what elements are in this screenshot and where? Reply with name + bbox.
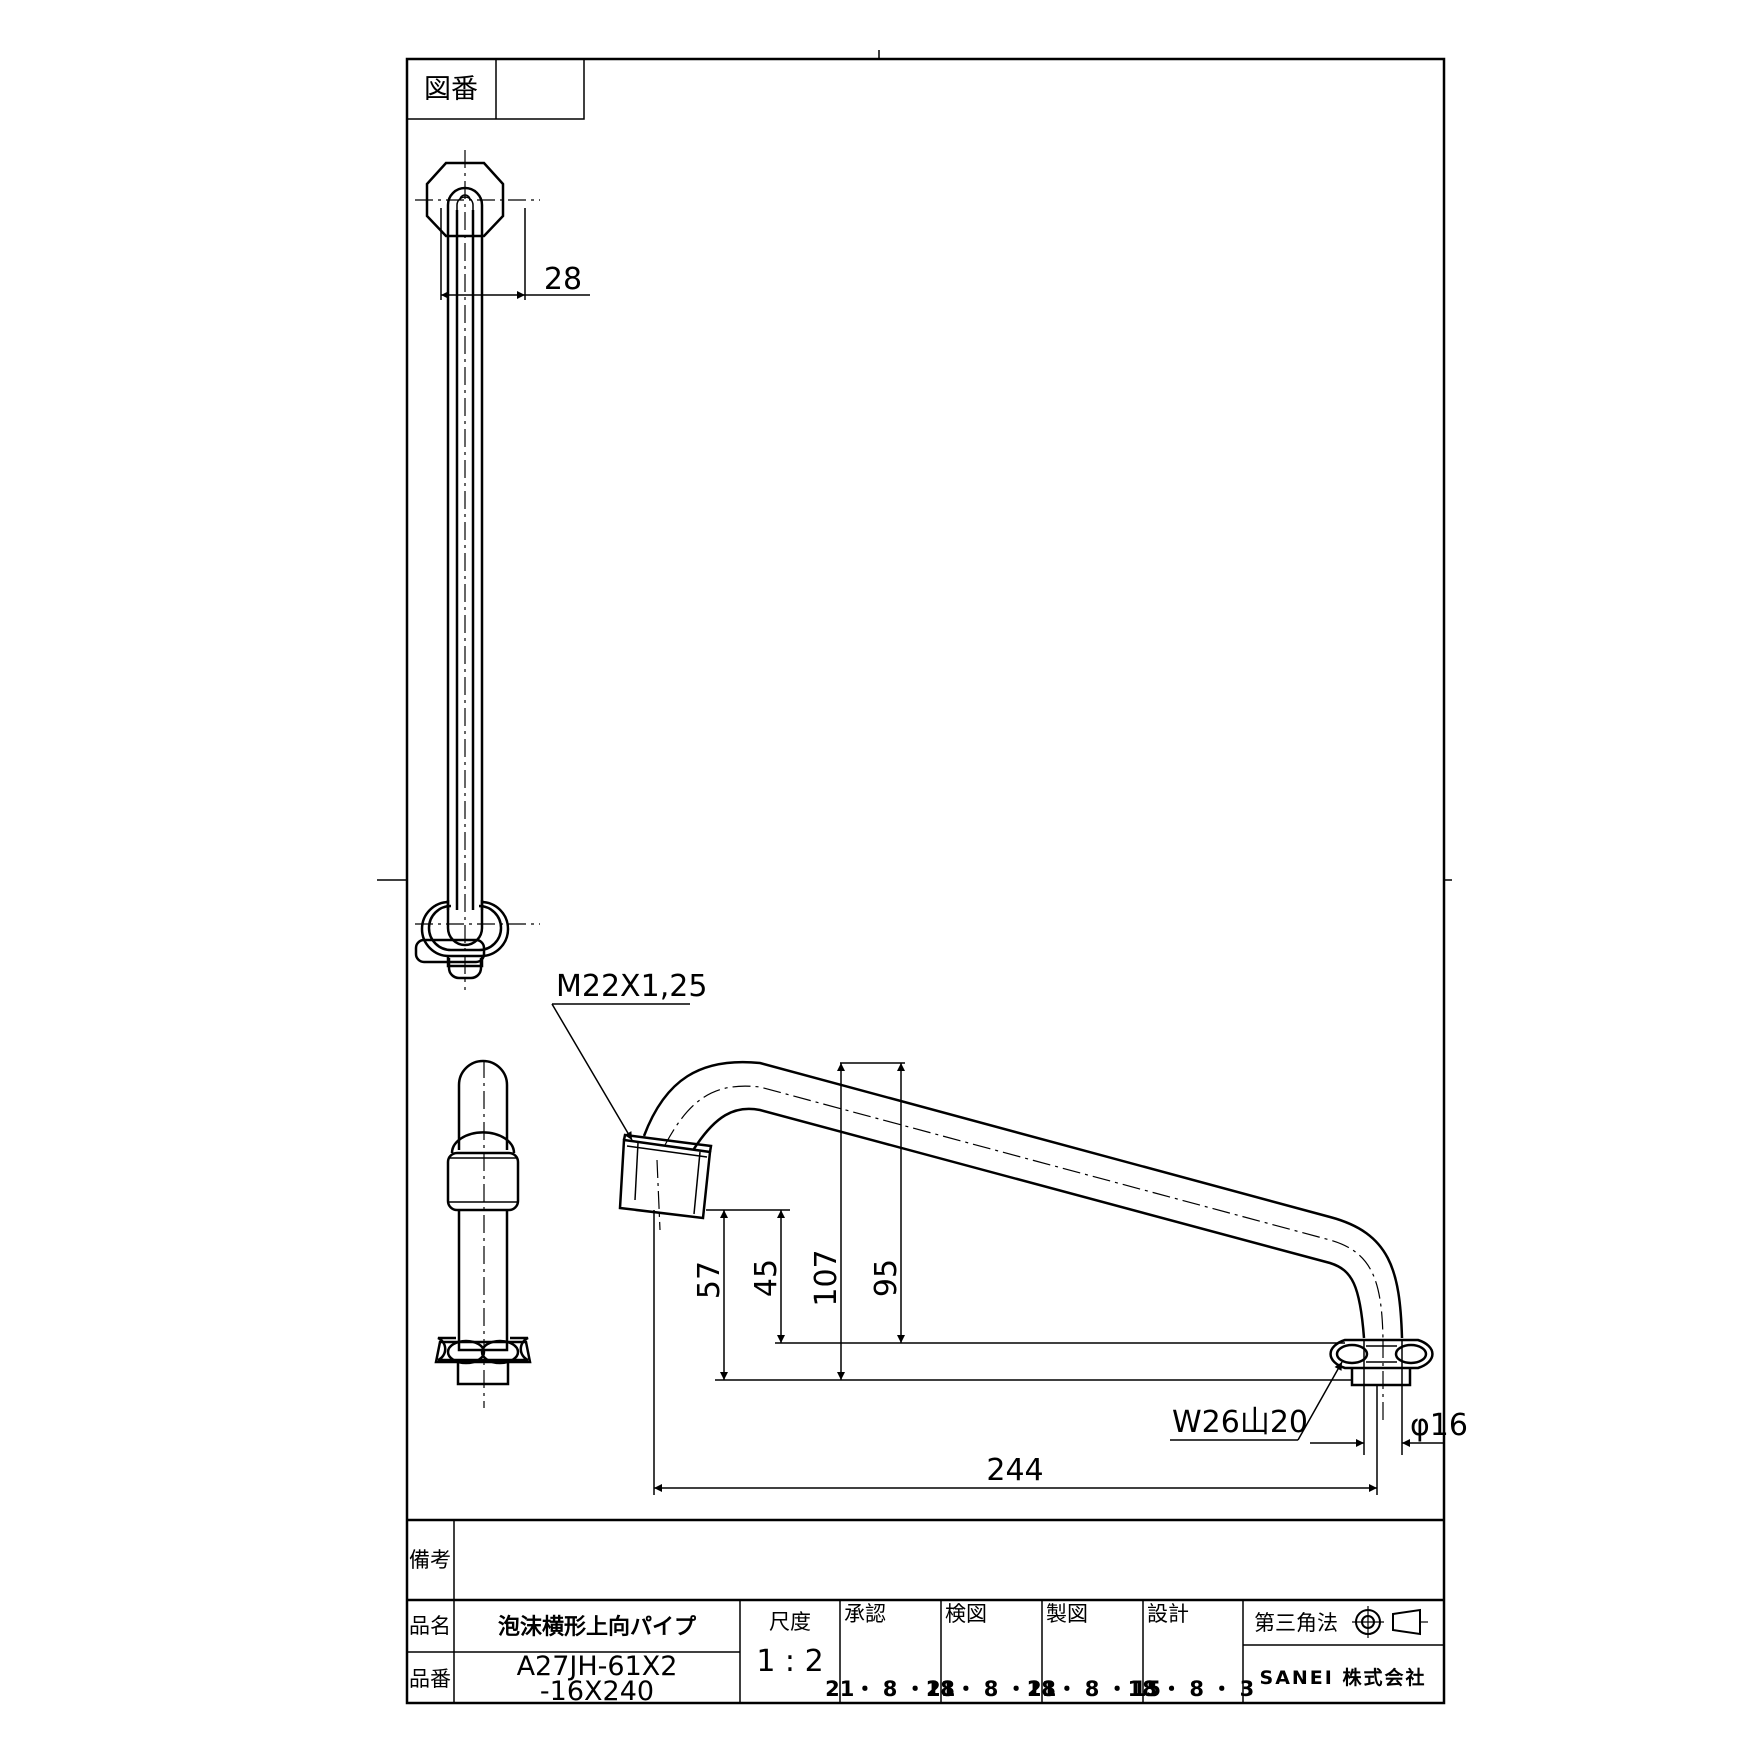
part-number-line1: A27JH-61X2 [517, 1651, 678, 1682]
product-name-label: 品名 [409, 1614, 451, 1638]
checked-label: 検図 [945, 1602, 987, 1626]
spout-centerline [656, 1085, 1384, 1420]
height-dimensions [706, 1062, 1352, 1381]
designed-date: 15・ 8 ・ 3 [1132, 1677, 1254, 1701]
drawn-label: 製図 [1046, 1602, 1088, 1626]
product-name: 泡沫横形上向パイプ [498, 1614, 697, 1640]
height-95-label: 95 [869, 1259, 904, 1297]
designed-label: 設計 [1147, 1602, 1189, 1626]
scale-value: 1 : 2 [756, 1644, 823, 1679]
remarks-label: 備考 [409, 1548, 451, 1572]
hex-width-label: 28 [544, 262, 582, 297]
part-number-line2: -16X240 [540, 1676, 654, 1707]
hex-width-dimension [440, 208, 590, 300]
height-57-label: 57 [692, 1261, 727, 1299]
title-block [407, 1518, 1444, 1703]
sheet-border [405, 57, 1446, 1705]
center-marks [377, 50, 1452, 881]
diameter-dimension [1310, 1340, 1444, 1455]
part-number-label: 品番 [409, 1667, 451, 1691]
inlet-thread-leader [551, 1003, 690, 1141]
side-view-pipe [434, 1059, 532, 1386]
outlet-thread-label: W26山20 [1172, 1405, 1308, 1440]
checked-date: 21・ 8 ・18 [926, 1677, 1056, 1701]
top-view-pipe [414, 161, 510, 980]
height-45-label: 45 [749, 1259, 784, 1297]
approved-label: 承認 [844, 1602, 886, 1626]
outlet-thread-leader [1170, 1361, 1343, 1441]
length-label: 244 [986, 1453, 1043, 1488]
height-107-label: 107 [809, 1249, 844, 1306]
diameter-label: φ16 [1410, 1408, 1468, 1443]
drawing-number-box: 図番 [406, 58, 585, 120]
projection-label: 第三角法 [1254, 1611, 1338, 1635]
approved-date: 21・ 8 ・18 [825, 1677, 955, 1701]
third-angle-projection-icon [1352, 1606, 1428, 1638]
drawn-date: 21・ 8 ・18 [1027, 1677, 1157, 1701]
length-dimension [653, 1210, 1378, 1495]
inlet-thread-label: M22X1,25 [556, 969, 707, 1004]
company-name: SANEI 株式会社 [1260, 1666, 1427, 1689]
drawing-number-label: 図番 [424, 74, 478, 105]
top-view-centerlines [415, 150, 540, 990]
spout-body [618, 1060, 1434, 1387]
scale-label: 尺度 [769, 1610, 811, 1634]
